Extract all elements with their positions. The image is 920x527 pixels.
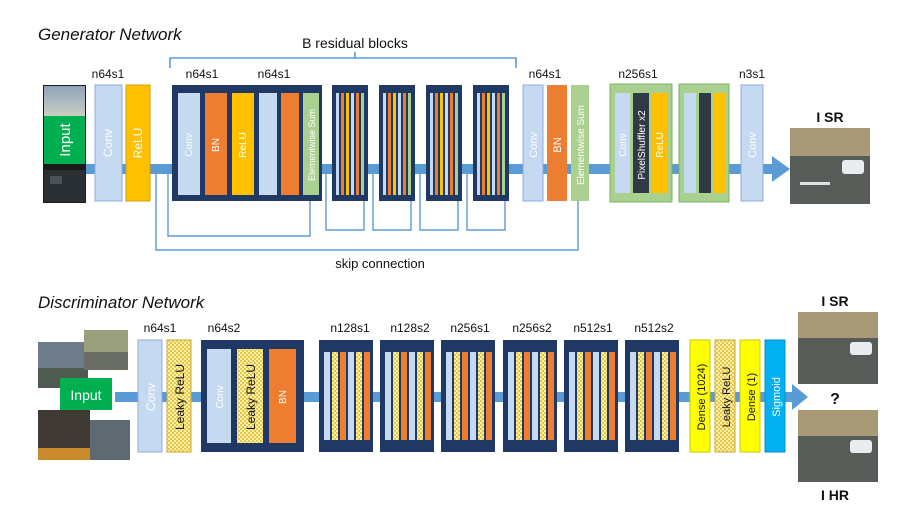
post-residual-conv-label: Conv: [528, 132, 540, 158]
residual-block-collapsed-1: [332, 85, 368, 201]
disc-compact-block-2: [380, 340, 434, 452]
residual-inner-skips: [155, 169, 579, 251]
residual-sum-block: [303, 93, 319, 195]
disc-param-label-2: n128s1: [330, 321, 370, 335]
disc-dense-1-label: Dense (1): [746, 373, 758, 421]
residual-param-label-2: n64s1: [258, 67, 291, 81]
disc-param-label-1: n64s2: [208, 321, 241, 335]
upsample-conv-block: [615, 93, 630, 193]
post-residual-bn-label: BN: [552, 137, 564, 152]
generator-conv-label: Conv: [101, 129, 115, 157]
upsample-conv-label: Conv: [618, 133, 629, 156]
disc-param-label-5: n256s2: [512, 321, 552, 335]
disc-block-bn-label: BN: [278, 390, 289, 404]
disc-param-label-6: n512s1: [573, 321, 613, 335]
upsample-2-conv-block: [684, 93, 696, 193]
discriminator-input-box: [60, 378, 112, 410]
residual-conv-block-2: [259, 93, 277, 195]
generator-input-label: Input: [57, 122, 74, 156]
disc-block-conv: [207, 349, 231, 443]
generator-conv-block: [94, 84, 123, 202]
residual-blocks-label: B residual blocks: [302, 35, 408, 51]
disc-sigmoid-block: [764, 339, 786, 453]
disc-final-leaky-relu-block: [714, 339, 736, 453]
disc-compact-block-3: [441, 340, 495, 452]
disc-block-leaky-relu-label: Leaky ReLU: [244, 364, 258, 430]
post-residual-param-label: n64s1: [529, 67, 562, 81]
disc-param-label-3: n128s2: [390, 321, 430, 335]
disc-output-hr-image: [798, 410, 878, 482]
residual-sum-label: Elementwise Sum: [307, 109, 317, 181]
disc-param-label-4: n256s1: [450, 321, 490, 335]
disc-compact-block-4: [503, 340, 557, 452]
disc-dense-1-block: [739, 339, 761, 453]
residual-block-collapsed-2: [379, 85, 415, 201]
generator-input-image: [43, 85, 86, 203]
discriminator-title: Discriminator Network: [38, 293, 206, 312]
discriminator-input-label: Input: [70, 387, 101, 403]
residual-relu-label: ReLU: [238, 132, 249, 158]
disc-output-sr-image: [798, 312, 878, 384]
disc-block-leaky-relu: [237, 349, 263, 443]
upsample-pixelshuffler-label: PixelShuffler x2: [637, 110, 648, 180]
residual-bn-label: BN: [211, 138, 222, 152]
skip-connection-label: skip connection: [335, 256, 425, 271]
disc-compact-block-6: [625, 340, 679, 452]
post-residual-sum-block: [571, 85, 589, 201]
upsample-2-pixelshuffler-block: [699, 93, 711, 193]
residual-block-collapsed-4: [473, 85, 509, 201]
generator-param-label: n64s1: [92, 67, 125, 81]
generator-title: Generator Network: [38, 25, 183, 44]
post-residual-conv-block: [522, 84, 544, 202]
post-residual-bn-block: [547, 85, 567, 201]
disc-compact-block-5: [564, 340, 618, 452]
disc-dense-1024-label: Dense (1024): [696, 364, 708, 431]
residual-bn-block-2: [281, 93, 299, 195]
final-conv-block: [740, 84, 764, 202]
generator-output-image: [790, 128, 870, 204]
post-residual-sum-label: Elementwise Sum: [576, 105, 587, 185]
disc-conv-block: [137, 339, 163, 453]
disc-output-sr-label: I SR: [821, 293, 848, 309]
upsample-relu-block: [652, 93, 667, 193]
generator-arrowhead: [772, 156, 790, 182]
disc-compact-block-1: [319, 340, 373, 452]
generator-relu-label: ReLU: [131, 128, 145, 159]
upsample-relu-label: ReLU: [655, 132, 666, 158]
disc-question-mark: ?: [830, 391, 840, 408]
disc-param-label-0: n64s1: [144, 321, 177, 335]
disc-dense-1024-block: [689, 339, 711, 453]
disc-compact-blocks: [319, 340, 679, 452]
disc-output-hr-label: I HR: [821, 487, 849, 503]
upsample-pixelshuffler-block: [633, 93, 649, 193]
residual-conv-block: [178, 93, 200, 195]
upsample-param-label: n256s1: [618, 67, 658, 81]
generator-relu-block: [125, 84, 151, 202]
disc-leaky-relu-block: [166, 339, 192, 453]
residual-brace: [169, 52, 517, 68]
residual-bn-block: [205, 93, 227, 195]
final-conv-label: Conv: [747, 132, 759, 158]
upsample-2-relu-block: [714, 93, 725, 193]
residual-conv-label: Conv: [184, 133, 195, 156]
residual-block-collapsed-3: [426, 85, 462, 201]
disc-conv-label: Conv: [144, 383, 158, 411]
disc-leaky-relu-label: Leaky ReLU: [173, 364, 187, 430]
residual-relu-block: [232, 93, 254, 195]
discriminator-input-images: [38, 330, 130, 460]
final-param-label: n3s1: [739, 67, 765, 81]
disc-final-leaky-relu-label: Leaky ReLU: [721, 367, 733, 428]
disc-sigmoid-label: Sigmoid: [771, 377, 783, 417]
residual-param-label-1: n64s1: [186, 67, 219, 81]
disc-param-label-7: n512s2: [634, 321, 674, 335]
disc-block-conv-label: Conv: [215, 385, 226, 408]
generator-output-label: I SR: [816, 109, 843, 125]
discriminator-arrowhead: [792, 384, 808, 410]
disc-block-bn: [269, 349, 296, 443]
